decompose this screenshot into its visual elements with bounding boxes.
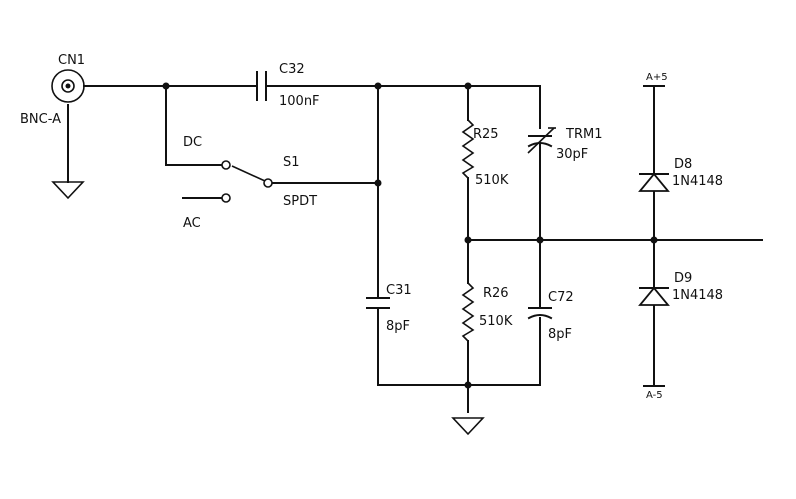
d9-triangle	[638, 286, 670, 306]
supply-rails: A+5 A-5	[643, 72, 668, 401]
positive-rail-label: A+5	[646, 72, 668, 83]
bnc-pin	[65, 83, 71, 89]
junction-dot	[464, 82, 472, 90]
trimmer-arrow	[527, 127, 555, 154]
junctions	[162, 82, 658, 389]
switch-s1: DC AC S1 SPDT	[183, 135, 317, 231]
diode-d8: D8 1N4148	[638, 157, 723, 192]
junction-dot	[536, 236, 544, 244]
trimmer-capacitor-trm1: TRM1 30pF	[527, 127, 602, 162]
capacitor-c72: C72 8pF	[527, 290, 574, 342]
r26-ref-label: R26	[483, 286, 509, 301]
switch-dc-label: DC	[183, 135, 202, 150]
diode-d9: D9 1N4148	[638, 271, 723, 306]
c31-value-label: 8pF	[386, 319, 410, 334]
bnc-outer-ring	[51, 69, 85, 103]
trm1-ref-label: TRM1	[565, 127, 602, 142]
switch-contact-ac	[221, 193, 231, 203]
negative-rail-label: A-5	[646, 390, 663, 401]
d8-ref-label: D8	[674, 157, 692, 172]
switch-blade	[231, 165, 266, 182]
bnc-inner-ring	[61, 79, 75, 93]
r25-ref-label: R25	[473, 127, 499, 142]
d8-triangle	[638, 172, 670, 192]
capacitor-c32: C32 100nF	[256, 62, 320, 109]
c72-value-label: 8pF	[548, 327, 572, 342]
cn1-ref-label: CN1	[58, 53, 85, 68]
capacitor-c31: C31 8pF	[366, 283, 412, 334]
ground-symbol-bnc	[51, 181, 85, 200]
junction-dot	[374, 179, 382, 187]
junction-dot	[162, 82, 170, 90]
r25-value-label: 510K	[475, 173, 509, 188]
d9-ref-label: D9	[674, 271, 692, 286]
c31-ref-label: C31	[386, 283, 412, 298]
resistor-r26: R26 510K	[461, 282, 513, 342]
junction-dot	[650, 236, 658, 244]
ground-symbol-divider	[451, 417, 485, 436]
c72-ref-label: C72	[548, 290, 574, 305]
switch-contact-dc	[221, 160, 231, 170]
junction-dot	[464, 381, 472, 389]
s1-ref-label: S1	[283, 155, 300, 170]
switch-ac-label: AC	[183, 216, 201, 231]
c32-ref-label: C32	[279, 62, 305, 77]
cn1-type-label: BNC-A	[20, 112, 61, 127]
switch-common	[263, 178, 273, 188]
d9-value-label: 1N4148	[672, 288, 723, 303]
junction-dot	[464, 236, 472, 244]
resistor-r25: R25 510K	[461, 119, 509, 188]
wires	[67, 85, 763, 413]
bnc-connector-cn1: CN1 BNC-A	[20, 53, 85, 127]
d8-value-label: 1N4148	[672, 174, 723, 189]
c32-value-label: 100nF	[279, 94, 320, 109]
trm1-value-label: 30pF	[556, 147, 588, 162]
s1-type-label: SPDT	[283, 194, 317, 209]
junction-dot	[374, 82, 382, 90]
r26-value-label: 510K	[479, 314, 513, 329]
